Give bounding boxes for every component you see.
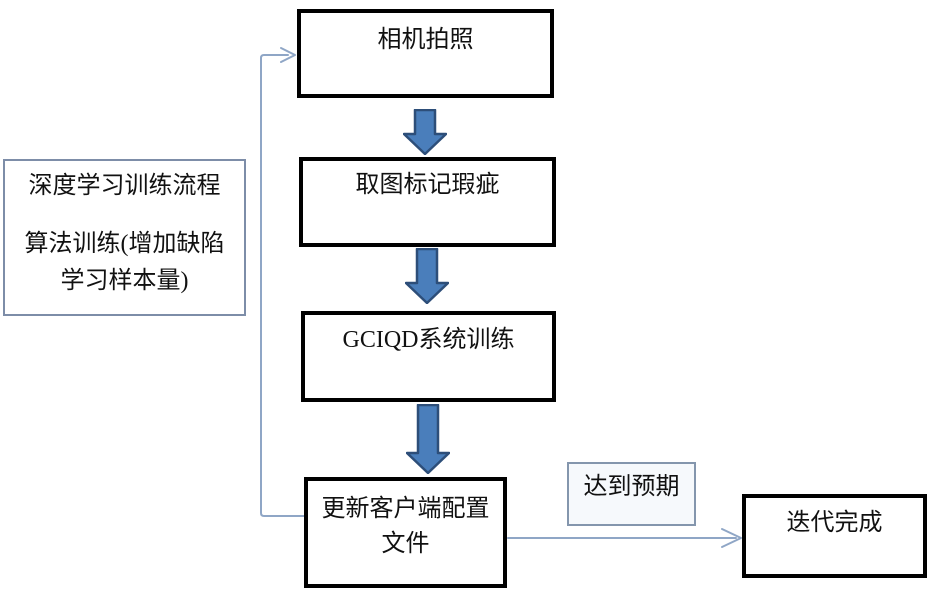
- result-arrowhead-icon: [721, 528, 742, 548]
- node-iteration-complete-label: 迭代完成: [786, 510, 883, 536]
- node-update-client-config-label-line2: 文件: [381, 531, 430, 557]
- node-mark-defects-label: 取图标记瑕疵: [355, 172, 500, 198]
- down-block-arrow-icon: [406, 404, 450, 474]
- condition-label-text: 达到预期: [583, 474, 680, 500]
- down-block-arrow-icon: [405, 248, 449, 304]
- node-iteration-complete: 迭代完成: [742, 494, 927, 578]
- note-line-2: 算法训练(增加缺陷: [24, 231, 225, 257]
- note-training-process: 深度学习训练流程 算法训练(增加缺陷 学习样本量): [3, 159, 246, 316]
- node-camera-capture-label: 相机拍照: [377, 27, 474, 53]
- node-mark-defects: 取图标记瑕疵: [299, 157, 556, 247]
- node-system-training-label: GCIQD系统训练: [342, 327, 515, 353]
- feedback-arrowhead-icon: [280, 47, 296, 63]
- note-line-3: 学习样本量): [60, 268, 189, 294]
- down-block-arrow-icon: [403, 109, 447, 155]
- node-update-client-config: 更新客户端配置 文件: [304, 477, 507, 588]
- note-line-1: 深度学习训练流程: [28, 173, 221, 199]
- node-update-client-config-label-line1: 更新客户端配置: [321, 496, 490, 522]
- node-camera-capture: 相机拍照: [297, 9, 554, 98]
- feedback-connector-line: [260, 54, 307, 517]
- condition-label-expectation-met: 达到预期: [567, 462, 696, 526]
- node-system-training: GCIQD系统训练: [301, 311, 556, 402]
